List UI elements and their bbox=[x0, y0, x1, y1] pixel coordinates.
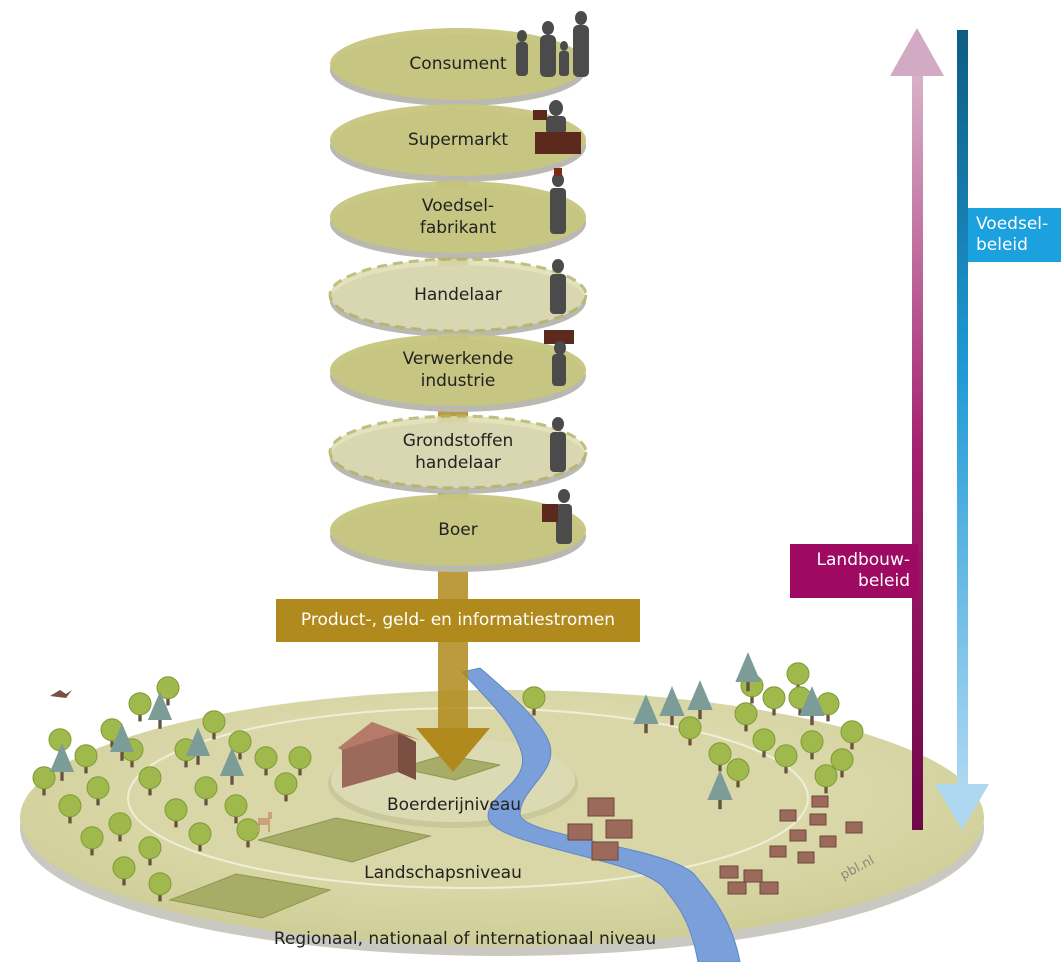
disc-supermarket bbox=[330, 104, 586, 182]
pine-tree-icon bbox=[219, 747, 245, 785]
pine-tree-icon bbox=[735, 652, 761, 692]
tree-icon bbox=[762, 686, 786, 716]
village-houses bbox=[567, 795, 863, 895]
level-label-supermarket: Supermarkt bbox=[348, 129, 568, 151]
bird-icon bbox=[50, 690, 72, 698]
actor-silhouettes bbox=[516, 11, 589, 544]
tree-icon bbox=[86, 776, 110, 806]
deer-icon bbox=[258, 812, 272, 832]
farm-level-label: Boerderijniveau bbox=[386, 795, 522, 815]
tree-icon bbox=[156, 676, 180, 706]
farmer-icon bbox=[542, 489, 572, 544]
level-label-line1: Consument bbox=[409, 54, 507, 74]
tree-icon bbox=[224, 794, 248, 824]
tree-icon bbox=[752, 728, 776, 758]
agriculture-policy-label: Landbouw- beleid bbox=[790, 544, 918, 598]
level-label-line2: industrie bbox=[420, 371, 496, 391]
agriculture-policy-line1: Landbouw- bbox=[816, 550, 910, 570]
cashier-icon bbox=[533, 100, 581, 154]
agriculture-policy-arrow bbox=[890, 28, 944, 830]
tree-icon bbox=[830, 748, 854, 778]
disc-farmer bbox=[330, 494, 586, 572]
forest bbox=[32, 652, 864, 902]
level-label-line1: Verwerkende bbox=[402, 349, 514, 369]
disc-trader bbox=[328, 257, 588, 337]
tree-icon bbox=[58, 794, 82, 824]
tree-icon bbox=[74, 744, 98, 774]
regional-level-label: Regionaal, nationaal of internationaal n… bbox=[273, 929, 657, 949]
tree-icon bbox=[254, 746, 278, 776]
family-icon bbox=[516, 11, 589, 77]
processing-worker-icon bbox=[544, 330, 574, 386]
tree-icon bbox=[814, 764, 838, 794]
pine-tree-icon bbox=[687, 680, 713, 720]
tree-icon bbox=[138, 836, 162, 866]
trader-icon bbox=[550, 259, 566, 314]
tree-icon bbox=[800, 730, 824, 760]
manufacturer-icon bbox=[550, 168, 566, 234]
pine-tree-icon bbox=[147, 691, 173, 729]
tree-icon bbox=[112, 856, 136, 886]
tree-icon bbox=[288, 746, 312, 776]
farm-house bbox=[338, 722, 420, 788]
tree-icon bbox=[108, 812, 132, 842]
tree-icon bbox=[228, 730, 252, 760]
tree-icon bbox=[678, 716, 702, 746]
tree-icon bbox=[188, 822, 212, 852]
level-label-line2: handelaar bbox=[415, 453, 501, 473]
tree-icon bbox=[726, 758, 750, 788]
pine-tree-icon bbox=[49, 743, 75, 781]
level-label-line1: Voedsel- bbox=[421, 196, 495, 216]
tree-icon bbox=[522, 686, 546, 716]
level-label-consumer: Consument bbox=[348, 53, 568, 75]
food-policy-line2: beleid bbox=[976, 235, 1028, 255]
tree-icon bbox=[734, 702, 758, 732]
tree-icon bbox=[138, 766, 162, 796]
landscape-level-label: Landschapsniveau bbox=[364, 863, 522, 883]
tree-icon bbox=[786, 662, 810, 692]
pine-tree-icon bbox=[659, 686, 685, 726]
tree-icon bbox=[128, 692, 152, 722]
tree-icon bbox=[32, 766, 56, 796]
food-policy-line1: Voedsel- bbox=[976, 214, 1049, 234]
food-policy-arrow bbox=[935, 30, 989, 830]
level-label-trader: Handelaar bbox=[348, 284, 568, 306]
tree-icon bbox=[202, 710, 226, 740]
agriculture-policy-line2: beleid bbox=[858, 571, 910, 591]
food-policy-label: Voedsel- beleid bbox=[968, 208, 1061, 262]
level-label-line1: Boer bbox=[438, 520, 478, 540]
pine-tree-icon bbox=[799, 686, 825, 726]
level-label-farmer: Boer bbox=[348, 519, 568, 541]
level-label-line1: Grondstoffen bbox=[402, 431, 514, 451]
pine-tree-icon bbox=[109, 723, 135, 761]
disc-commodity-trader bbox=[328, 414, 588, 494]
pine-tree-icon bbox=[633, 694, 659, 734]
tree-icon bbox=[274, 772, 298, 802]
level-label-line1: Handelaar bbox=[414, 285, 502, 305]
disc-manufacturer bbox=[330, 181, 586, 259]
tree-icon bbox=[80, 826, 104, 856]
tree-icon bbox=[774, 744, 798, 774]
pine-tree-icon bbox=[185, 727, 211, 765]
level-label-manufacturer: Voedsel-fabrikant bbox=[348, 195, 568, 239]
level-label-line1: Supermarkt bbox=[408, 130, 508, 150]
tree-icon bbox=[708, 742, 732, 772]
tree-icon bbox=[194, 776, 218, 806]
disc-processing bbox=[330, 334, 586, 412]
tree-icon bbox=[164, 798, 188, 828]
commodity-trader-icon bbox=[550, 417, 566, 472]
level-label-line2: fabrikant bbox=[419, 218, 497, 238]
pine-tree-icon bbox=[707, 770, 733, 810]
tree-icon bbox=[840, 720, 864, 750]
crop-fields bbox=[168, 754, 501, 919]
tree-icon bbox=[148, 872, 172, 902]
flow-label: Product-, geld- en informatiestromen bbox=[276, 599, 640, 642]
